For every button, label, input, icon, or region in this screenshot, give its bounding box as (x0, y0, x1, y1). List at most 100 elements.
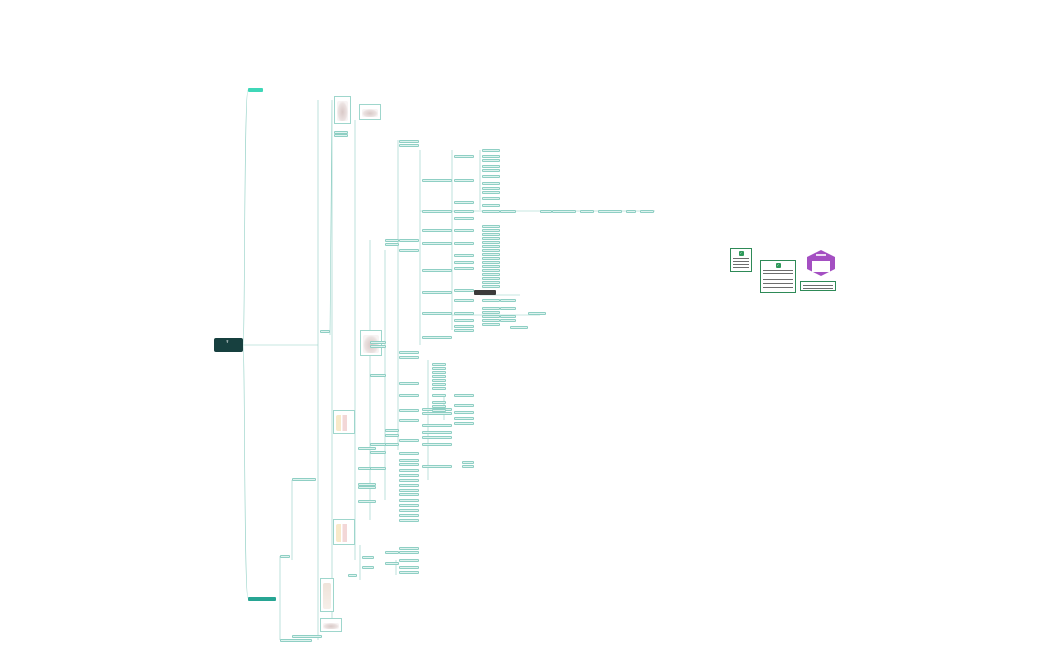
mindmap-node[interactable] (482, 322, 500, 326)
mindmap-node[interactable] (399, 238, 419, 242)
mindmap-node[interactable] (432, 382, 446, 386)
mindmap-node[interactable] (292, 634, 322, 638)
mindmap-node[interactable] (432, 378, 446, 382)
mindmap-node[interactable] (280, 638, 312, 642)
mindmap-node[interactable] (500, 318, 516, 322)
mindmap-node[interactable] (482, 310, 500, 314)
mindmap-node[interactable] (432, 393, 446, 397)
mindmap-node[interactable] (482, 264, 500, 268)
mindmap-node[interactable] (454, 288, 474, 292)
mindmap-node[interactable] (454, 266, 474, 270)
mindmap-node[interactable] (482, 244, 500, 248)
mindmap-node[interactable] (399, 408, 419, 412)
mindmap-node[interactable] (454, 253, 474, 257)
mindmap-node[interactable] (399, 508, 419, 512)
mindmap-node[interactable] (540, 209, 552, 213)
mindmap-node[interactable] (358, 482, 376, 486)
mindmap-node[interactable] (422, 430, 452, 434)
mindmap-node[interactable] (552, 209, 576, 213)
mindmap-node[interactable] (482, 181, 500, 185)
mindmap-node[interactable] (454, 403, 474, 407)
mindmap-node[interactable] (454, 328, 474, 332)
mindmap-node[interactable] (280, 554, 290, 558)
mindmap-node[interactable] (454, 318, 474, 322)
mindmap-node[interactable] (454, 393, 474, 397)
mindmap-node[interactable] (482, 284, 500, 288)
info-card-left[interactable]: ✓ (730, 248, 752, 272)
mindmap-node[interactable] (292, 477, 316, 481)
mindmap-node[interactable] (399, 546, 419, 550)
mindmap-node[interactable] (399, 492, 419, 496)
mindmap-node[interactable] (399, 518, 419, 522)
mindmap-node[interactable] (399, 468, 419, 472)
mindmap-node[interactable] (482, 240, 500, 244)
mindmap-node[interactable] (482, 276, 500, 280)
info-card-center[interactable]: ✓ (760, 260, 796, 293)
mindmap-node[interactable] (454, 200, 474, 204)
mindmap-node[interactable] (399, 558, 419, 562)
mindmap-node[interactable] (422, 209, 452, 213)
mindmap-node[interactable] (482, 224, 500, 228)
mindmap-node[interactable] (482, 228, 500, 232)
mindmap-node[interactable] (482, 154, 500, 158)
mindmap-node[interactable] (482, 196, 500, 200)
mindmap-node[interactable] (422, 423, 452, 427)
mindmap-node[interactable] (454, 298, 474, 302)
mindmap-node[interactable] (358, 499, 376, 503)
mindmap-node[interactable] (482, 164, 500, 168)
mindmap-node[interactable] (528, 311, 546, 315)
mindmap-node[interactable] (482, 306, 500, 310)
mindmap-node[interactable] (399, 483, 419, 487)
mindmap-node[interactable] (399, 458, 419, 462)
mindmap-node[interactable] (399, 393, 419, 397)
mindmap-node[interactable] (399, 488, 419, 492)
mindmap-node[interactable] (422, 435, 452, 439)
mindmap-node[interactable] (482, 256, 500, 260)
mindmap-node[interactable] (454, 324, 474, 328)
mindmap-node[interactable] (385, 561, 399, 565)
mindmap-node[interactable] (370, 340, 386, 344)
mindmap-node[interactable] (432, 370, 446, 374)
mindmap-node[interactable] (385, 442, 399, 446)
mindmap-node[interactable] (482, 209, 500, 213)
mindmap-node[interactable] (399, 451, 419, 455)
image-node-diagram[interactable] (333, 410, 355, 434)
mindmap-node[interactable] (399, 473, 419, 477)
mindmap-node[interactable] (385, 433, 399, 437)
mindmap-node[interactable] (454, 216, 474, 220)
branch-top[interactable] (248, 88, 263, 92)
mindmap-node[interactable] (399, 513, 419, 517)
mindmap-node[interactable] (462, 464, 474, 468)
mindmap-node[interactable] (640, 209, 654, 213)
mindmap-node[interactable] (580, 209, 594, 213)
mindmap-node[interactable] (500, 306, 516, 310)
mindmap-node[interactable] (432, 374, 446, 378)
mindmap-node[interactable] (362, 555, 374, 559)
mindmap-node[interactable] (422, 178, 452, 182)
mindmap-node[interactable] (432, 408, 446, 412)
mindmap-node[interactable] (482, 314, 500, 318)
mindmap-node[interactable] (510, 325, 528, 329)
mindmap-node[interactable] (399, 565, 419, 569)
mindmap-node[interactable] (320, 329, 330, 333)
mindmap-node[interactable] (370, 442, 386, 446)
mindmap-node[interactable] (626, 209, 636, 213)
mindmap-node[interactable] (432, 400, 446, 404)
mindmap-node[interactable] (454, 154, 474, 158)
mindmap-node[interactable] (454, 209, 474, 213)
mindmap-node[interactable] (399, 381, 419, 385)
mindmap-node[interactable] (399, 139, 419, 143)
mindmap-node[interactable] (454, 241, 474, 245)
mindmap-node[interactable] (422, 290, 452, 294)
mindmap-node[interactable] (422, 268, 452, 272)
mindmap-node[interactable] (334, 133, 348, 137)
image-node-brain-side[interactable] (359, 104, 381, 120)
mindmap-node[interactable] (370, 373, 386, 377)
mindmap-node[interactable] (454, 410, 474, 414)
mindmap-node[interactable] (370, 466, 386, 470)
mindmap-node[interactable] (432, 366, 446, 370)
mindmap-node[interactable] (399, 418, 419, 422)
mindmap-node[interactable] (454, 421, 474, 425)
mindmap-node[interactable] (482, 252, 500, 256)
